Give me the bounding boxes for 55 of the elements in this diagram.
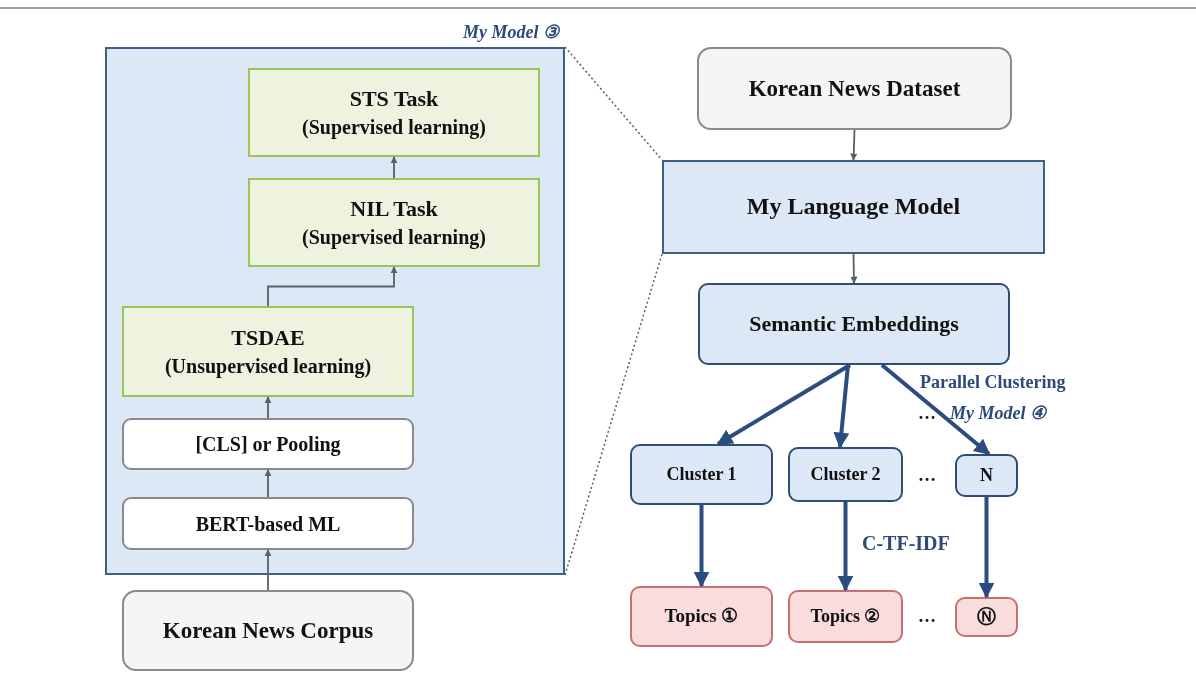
ellipsis: … [918, 403, 936, 424]
model-box [662, 160, 1045, 254]
arrow [978, 497, 995, 599]
process-box [630, 444, 773, 505]
node-label: Korean News Corpus [162, 616, 374, 645]
node-sublabel: (Unsupervised learning) [164, 353, 372, 379]
node-label: N [980, 463, 993, 487]
node-label: Cluster 1 [666, 462, 737, 486]
node-label: Korean News Dataset [748, 74, 961, 103]
dotted-connector [564, 46, 663, 161]
data-box [697, 47, 1012, 130]
method-label: C-TF-IDF [862, 532, 950, 555]
arrow [850, 253, 858, 284]
topic-box [788, 590, 903, 643]
process-box [248, 178, 540, 267]
arrow [837, 502, 854, 592]
topic-box [955, 597, 1018, 637]
arrow [693, 505, 710, 588]
node-label: Cluster 2 [810, 462, 881, 486]
panel-heading: My Model ③ [463, 21, 559, 43]
node-label: My Language Model [746, 192, 961, 222]
ellipsis: … [918, 606, 936, 627]
dotted-connector [564, 253, 663, 576]
arrow [264, 396, 272, 419]
arrow [264, 549, 272, 591]
process-box [248, 68, 540, 157]
node-label: Semantic Embeddings [749, 309, 959, 338]
node-label: TSDAE [231, 324, 305, 353]
node-sublabel: (Supervised learning) [302, 224, 486, 250]
process-box [122, 418, 414, 470]
arrow [833, 364, 850, 449]
node-label: Ⓝ [977, 604, 996, 629]
node-label: [CLS] or Pooling [195, 432, 341, 457]
ellipsis: … [918, 465, 936, 486]
node-label: BERT-based ML [195, 511, 341, 537]
arrow [880, 363, 991, 456]
arrow [716, 363, 852, 446]
arrow [264, 469, 272, 498]
node-sublabel: (Supervised learning) [302, 114, 486, 140]
topic-box [630, 586, 773, 647]
section-label: Parallel Clustering [920, 372, 1066, 393]
process-box [122, 306, 414, 397]
process-box [955, 454, 1018, 497]
node-label: Topics ① [664, 604, 739, 629]
node-label: NIL Task [350, 195, 438, 224]
process-box [788, 447, 903, 502]
arrow [390, 156, 398, 179]
node-label: STS Task [349, 85, 439, 114]
node-label: Topics ② [810, 604, 881, 628]
data-box [122, 590, 414, 671]
arrow [267, 266, 398, 307]
model-label: My Model ④ [950, 402, 1046, 424]
process-box [698, 283, 1010, 365]
process-box [122, 497, 414, 550]
arrow [850, 129, 858, 161]
